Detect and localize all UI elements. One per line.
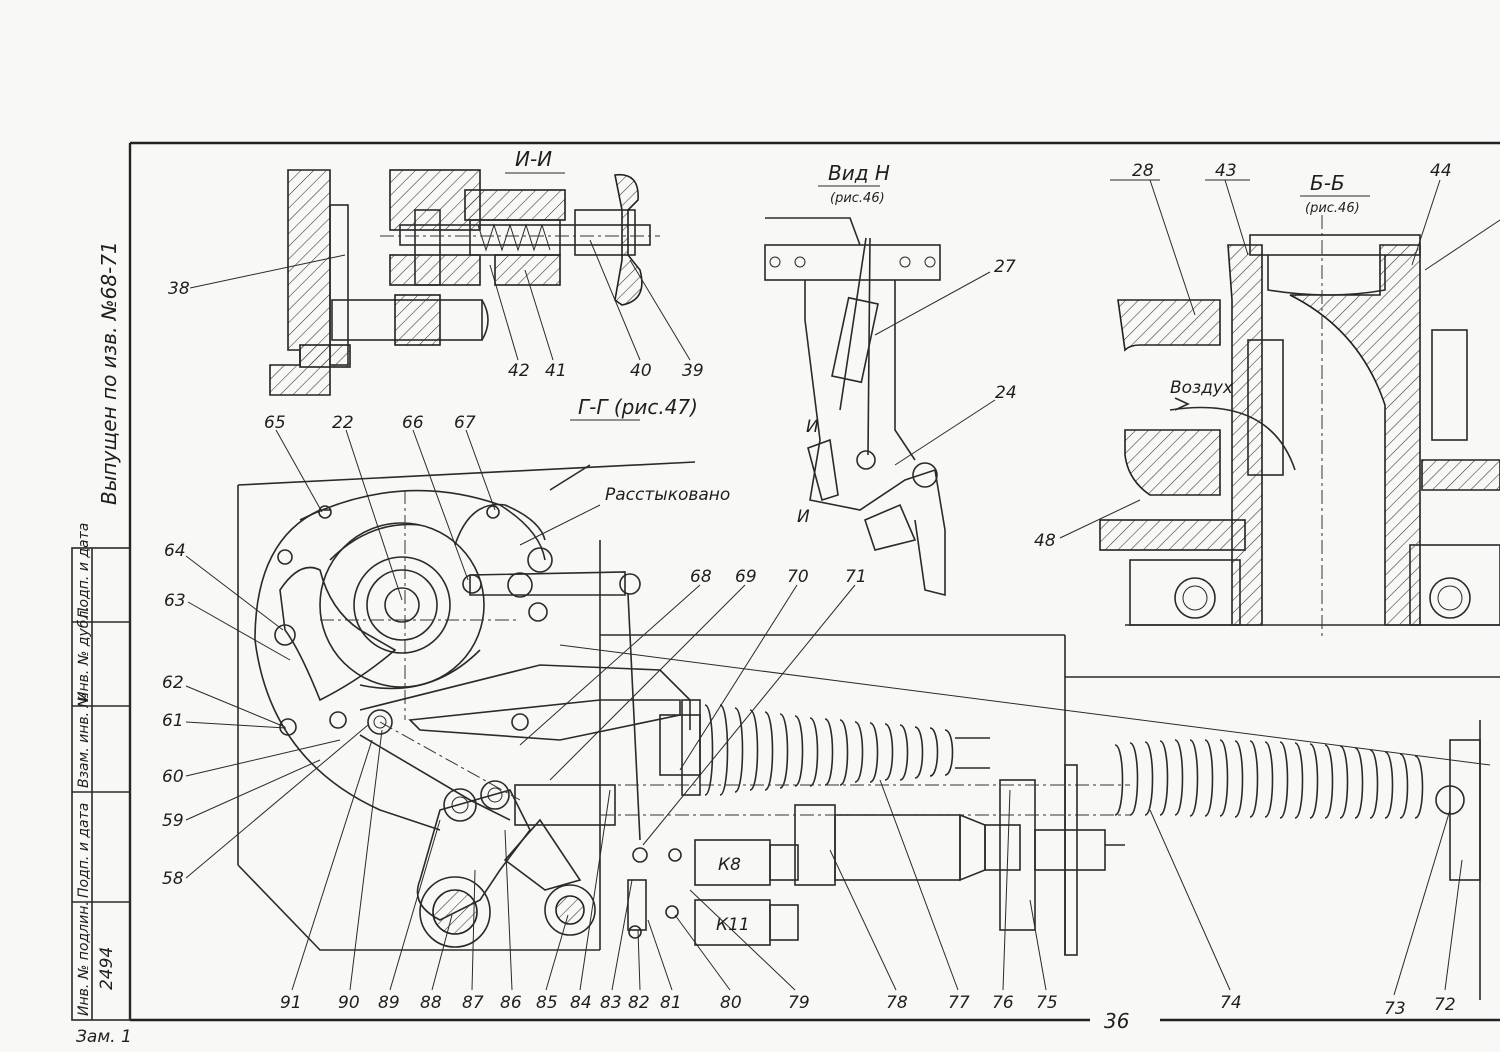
callout-91: 91 xyxy=(280,993,302,1013)
callout-75: 75 xyxy=(1036,993,1058,1013)
callout-58: 58 xyxy=(162,869,184,889)
view-n-ref: (рис.46) xyxy=(830,191,885,206)
callout-71: 71 xyxy=(845,567,867,587)
flow-label-air: Воздух xyxy=(1170,378,1234,398)
section-bb-title: Б-Б xyxy=(1310,171,1345,195)
callout-89: 89 xyxy=(378,993,400,1013)
callout-74: 74 xyxy=(1220,993,1242,1013)
section-ii-title: И-И xyxy=(515,147,552,171)
callout-86: 86 xyxy=(500,993,522,1013)
spring-assembly-left xyxy=(659,699,990,796)
callout-81: 81 xyxy=(660,993,682,1013)
stamp-col-2: Подп. и дата xyxy=(76,803,92,898)
stamp-col-5: Подп. и дата xyxy=(76,523,92,618)
view-n-mark-i-bottom: И xyxy=(797,507,810,527)
callout-39: 39 xyxy=(682,361,704,381)
callout-64: 64 xyxy=(164,541,186,561)
callout-41: 41 xyxy=(545,361,567,381)
relays: К8 К11 xyxy=(627,839,799,946)
callout-76: 76 xyxy=(992,993,1014,1013)
stamp-value: 2494 xyxy=(97,947,117,990)
callout-88: 88 xyxy=(420,993,442,1013)
callout-79: 79 xyxy=(788,993,810,1013)
callout-85: 85 xyxy=(536,993,558,1013)
issue-note: Выпущен по изв. №68-71 xyxy=(97,241,121,505)
callout-82: 82 xyxy=(628,993,650,1013)
section-bb-view: Б-Б (рис.46) Воздух 28 43 44 48 xyxy=(1034,161,1500,640)
callout-72: 72 xyxy=(1434,995,1456,1015)
callout-27: 27 xyxy=(994,257,1016,277)
section-gg-title: Г-Г (рис.47) xyxy=(578,395,698,419)
change-mark: Зам. 1 xyxy=(76,1027,132,1047)
stamp-col-3: Взам. инв. № xyxy=(76,693,92,788)
callout-67: 67 xyxy=(454,413,476,433)
callout-65: 65 xyxy=(264,413,286,433)
view-n-title: Вид Н xyxy=(828,161,890,185)
callout-77: 77 xyxy=(948,993,970,1013)
view-n-mark-i-top: И xyxy=(806,417,819,437)
callout-69: 69 xyxy=(735,567,757,587)
callout-62: 62 xyxy=(162,673,184,693)
callout-22: 22 xyxy=(332,413,354,433)
callout-73: 73 xyxy=(1384,999,1406,1019)
callout-24: 24 xyxy=(995,383,1017,403)
callout-78: 78 xyxy=(886,993,908,1013)
callout-70: 70 xyxy=(787,567,809,587)
callout-38: 38 xyxy=(168,279,190,299)
callout-80: 80 xyxy=(720,993,742,1013)
callout-66: 66 xyxy=(402,413,424,433)
section-bb-ref: (рис.46) xyxy=(1305,201,1360,216)
callout-84: 84 xyxy=(570,993,592,1013)
callout-87: 87 xyxy=(462,993,484,1013)
stamp-table: Инв. № подлин. Подп. и дата Взам. инв. №… xyxy=(71,523,131,1021)
callout-60: 60 xyxy=(162,767,184,787)
callout-43: 43 xyxy=(1215,161,1237,181)
section-ii-callouts: 38 42 41 40 39 xyxy=(168,239,704,381)
spring-assembly-right xyxy=(1114,720,1481,1000)
main-mechanism xyxy=(237,461,1500,955)
callout-83: 83 xyxy=(600,993,622,1013)
callout-40: 40 xyxy=(630,361,652,381)
note-undocked: Расстыковано xyxy=(605,485,730,505)
drawing-frame xyxy=(128,141,1500,1022)
section-ii-view: И-И xyxy=(269,147,660,396)
callout-59: 59 xyxy=(162,811,184,831)
callout-63: 63 xyxy=(164,591,186,611)
relay-k8: К8 xyxy=(718,855,741,875)
callout-42: 42 xyxy=(508,361,530,381)
callout-61: 61 xyxy=(162,711,184,731)
cylinder-assembly xyxy=(559,644,1491,956)
callout-28: 28 xyxy=(1132,161,1154,181)
main-callouts: 65 22 66 67 64 63 62 61 60 59 58 68 69 7… xyxy=(162,413,1463,1019)
callout-68: 68 xyxy=(690,567,712,587)
callout-44: 44 xyxy=(1430,161,1452,181)
view-n: Вид Н (рис.46) И И 27 24 xyxy=(764,161,1017,597)
relay-k11: К11 xyxy=(716,915,750,935)
callout-48: 48 xyxy=(1034,531,1056,551)
stamp-col-4: Инв. № дубл. xyxy=(76,606,92,702)
page-number: 36 xyxy=(1104,1009,1129,1033)
callout-90: 90 xyxy=(338,993,360,1013)
stamp-col-1: Инв. № подлин. xyxy=(76,901,92,1016)
